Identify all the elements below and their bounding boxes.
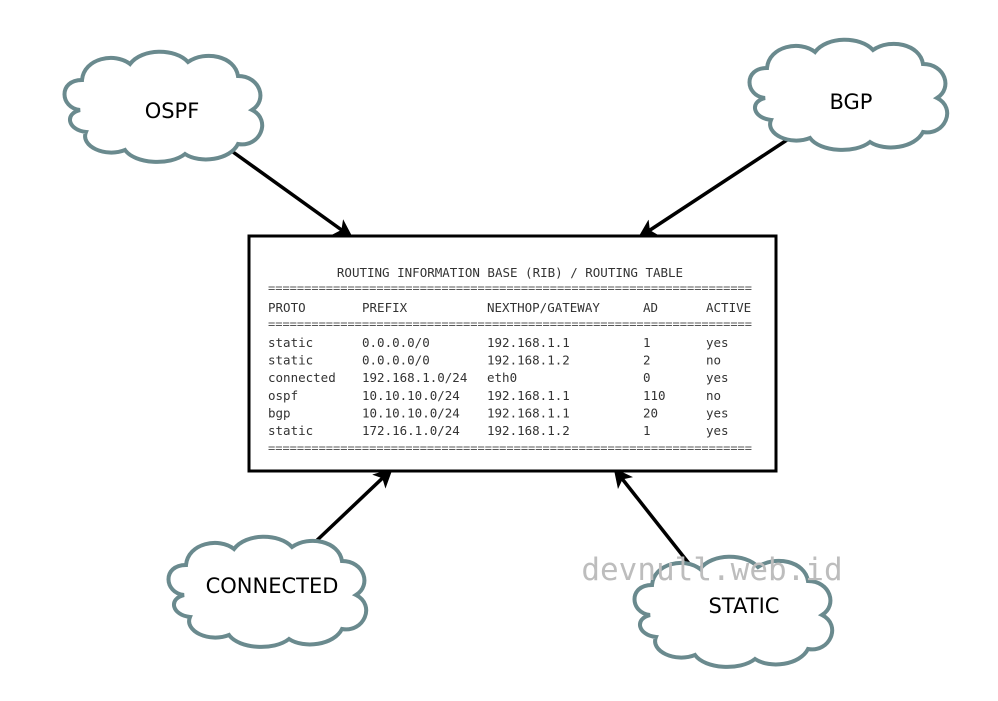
cloud-label-bgp: BGP: [830, 90, 873, 114]
cell-nexthop: 192.168.1.1: [487, 405, 570, 420]
cell-nexthop: eth0: [487, 370, 517, 385]
cell-proto: static: [268, 335, 313, 350]
cell-ad: 20: [643, 405, 658, 420]
cloud-shape: [166, 534, 369, 649]
cell-ad: 0: [643, 370, 651, 385]
header-active: ACTIVE: [706, 300, 751, 315]
cell-prefix: 0.0.0.0/0: [362, 335, 430, 350]
routing-table-border: [247, 234, 778, 473]
cell-prefix: 10.10.10.0/24: [362, 388, 460, 403]
cell-active: yes: [706, 405, 729, 420]
cloud-shape: [632, 554, 835, 669]
table-row: ospf 10.10.10.0/24 192.168.1.1 110 no: [268, 388, 721, 403]
cloud-static: STATIC: [632, 554, 835, 669]
cloud-bgp: BGP: [747, 37, 950, 152]
cell-nexthop: 192.168.1.1: [487, 335, 570, 350]
cloud-label-connected: CONNECTED: [206, 574, 339, 598]
cell-proto: ospf: [268, 388, 298, 403]
cell-nexthop: 192.168.1.2: [487, 353, 570, 368]
cloud-shape: [747, 37, 950, 152]
table-row: connected 192.168.1.0/24 eth0 0 yes: [268, 370, 729, 385]
arrow-connected-to-rib: [310, 468, 393, 547]
cell-ad: 1: [643, 423, 651, 438]
cell-ad: 2: [643, 353, 651, 368]
cell-nexthop: 192.168.1.2: [487, 423, 570, 438]
cell-proto: static: [268, 353, 313, 368]
cell-prefix: 192.168.1.0/24: [362, 370, 467, 385]
arrow-ospf-to-rib: [231, 150, 354, 239]
cell-active: yes: [706, 335, 729, 350]
table-row: static 0.0.0.0/0 192.168.1.2 2 no: [268, 353, 721, 368]
table-row: bgp 10.10.10.0/24 192.168.1.1 20 yes: [268, 405, 729, 420]
cell-prefix: 172.16.1.0/24: [362, 423, 460, 438]
arrows: [231, 136, 791, 577]
cell-proto: static: [268, 423, 313, 438]
header-prefix: PREFIX: [362, 300, 408, 315]
table-header-row: PROTO PREFIX NEXTHOP/GATEWAY AD ACTIVE: [268, 300, 751, 315]
cell-ad: 1: [643, 335, 651, 350]
cloud-connected: CONNECTED: [166, 534, 369, 649]
header-ad: AD: [643, 300, 658, 315]
cell-prefix: 10.10.10.0/24: [362, 405, 460, 420]
cell-prefix: 0.0.0.0/0: [362, 353, 430, 368]
cloud-shape: [62, 49, 265, 164]
cell-active: no: [706, 353, 721, 368]
separator-bottom: ========================================…: [268, 440, 752, 455]
cell-proto: connected: [268, 370, 336, 385]
cloud-label-ospf: OSPF: [145, 99, 200, 123]
cell-proto: bgp: [268, 405, 291, 420]
cloud-ospf: OSPF: [62, 49, 265, 164]
table-row: static 172.16.1.0/24 192.168.1.2 1 yes: [268, 423, 729, 438]
arrow-bgp-to-rib: [637, 136, 791, 239]
arrow-static-to-rib: [613, 467, 700, 577]
routing-table-box: ROUTING INFORMATION BASE (RIB) / ROUTING…: [247, 234, 778, 473]
header-proto: PROTO: [268, 300, 306, 315]
header-nexthop: NEXTHOP/GATEWAY: [487, 300, 600, 315]
cell-active: no: [706, 388, 721, 403]
cell-ad: 110: [643, 388, 666, 403]
cell-active: yes: [706, 370, 729, 385]
separator-header: ========================================…: [268, 316, 752, 331]
cloud-label-static: STATIC: [709, 594, 780, 618]
separator-top: ========================================…: [268, 280, 752, 295]
routing-table-title: ROUTING INFORMATION BASE (RIB) / ROUTING…: [337, 265, 683, 280]
table-row: static 0.0.0.0/0 192.168.1.1 1 yes: [268, 335, 729, 350]
table-body: static 0.0.0.0/0 192.168.1.1 1 yes static 0.0.…: [268, 335, 729, 438]
watermark: devnull.web.id: [581, 552, 842, 588]
cell-nexthop: 192.168.1.1: [487, 388, 570, 403]
cell-active: yes: [706, 423, 729, 438]
